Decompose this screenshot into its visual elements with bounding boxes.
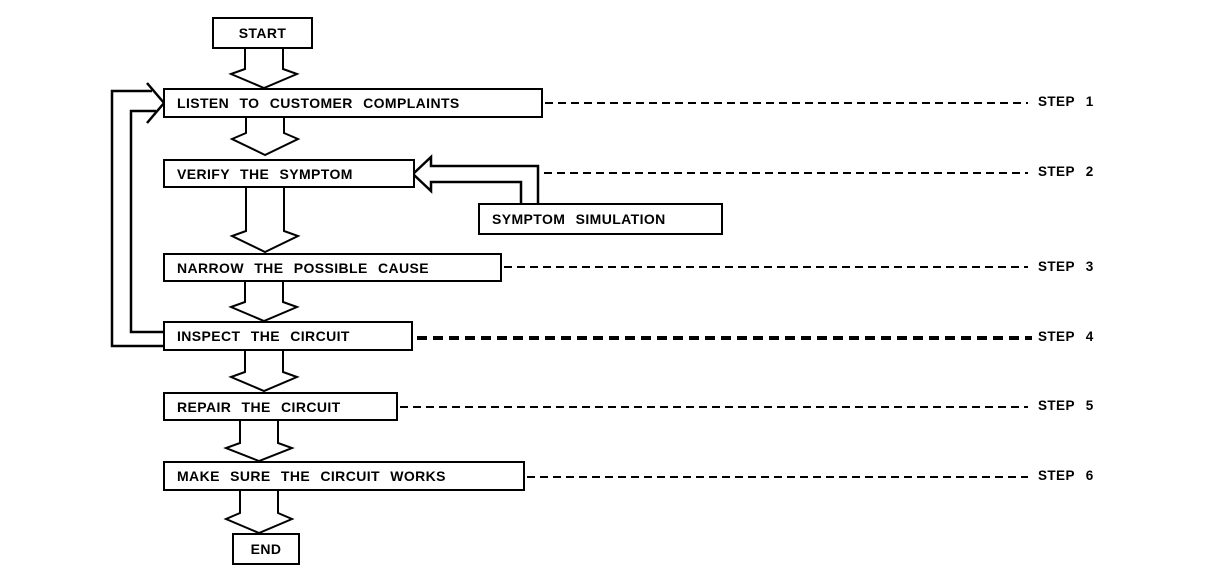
arrow-inspect-to-repair bbox=[228, 351, 300, 393]
step-4-label: STEP 4 bbox=[1038, 329, 1094, 344]
node-verify-the-symptom: VERIFY THE SYMPTOM bbox=[163, 159, 415, 188]
feedback-arrowhead-icon bbox=[146, 82, 166, 124]
node-inspect-the-circuit: INSPECT THE CIRCUIT bbox=[163, 321, 413, 351]
arrow-makesure-to-end bbox=[223, 491, 295, 535]
node-symptom-simulation: SYMPTOM SIMULATION bbox=[478, 203, 723, 235]
node-make-sure-the-circuit-works: MAKE SURE THE CIRCUIT WORKS bbox=[163, 461, 525, 491]
node-end: END bbox=[232, 533, 300, 565]
node-listen-to-customer-complaints: LISTEN TO CUSTOMER COMPLAINTS bbox=[163, 88, 543, 118]
node-repair-the-circuit: REPAIR THE CIRCUIT bbox=[163, 392, 398, 421]
feedback-loop-inner-line bbox=[129, 109, 164, 334]
step-2-label: STEP 2 bbox=[1038, 164, 1094, 179]
arrow-listen-to-verify bbox=[229, 118, 301, 157]
step-1-label: STEP 1 bbox=[1038, 94, 1094, 109]
arrow-repair-to-makesure bbox=[223, 421, 295, 463]
arrow-narrow-to-inspect bbox=[228, 282, 300, 323]
node-narrow-the-possible-cause: NARROW THE POSSIBLE CAUSE bbox=[163, 253, 502, 282]
arrow-start-to-listen bbox=[228, 49, 300, 90]
step-6-label: STEP 6 bbox=[1038, 468, 1094, 483]
feedback-loop-outer-line bbox=[110, 89, 164, 348]
node-start: START bbox=[212, 17, 313, 49]
step-5-label: STEP 5 bbox=[1038, 398, 1094, 413]
step-3-label: STEP 3 bbox=[1038, 259, 1094, 274]
arrow-symptom-simulation-to-verify bbox=[411, 154, 540, 203]
arrow-verify-to-narrow bbox=[229, 188, 301, 254]
